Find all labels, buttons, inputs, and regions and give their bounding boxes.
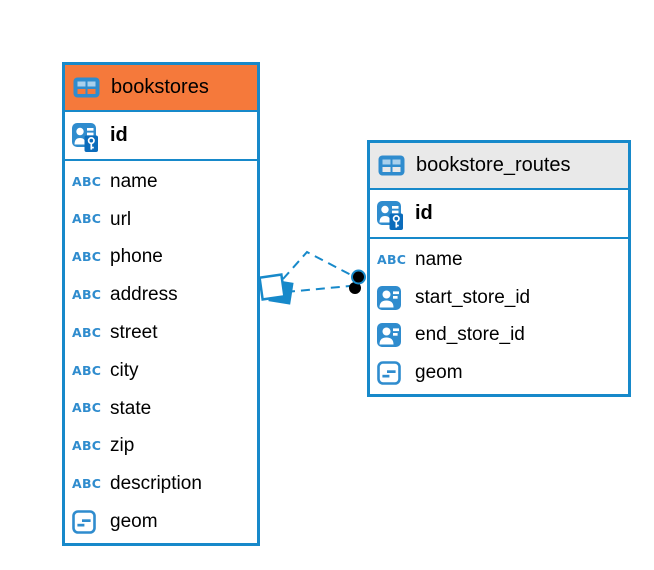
text-type-icon: ABC [72, 400, 102, 416]
geometry-type-icon [377, 361, 406, 385]
column-row[interactable]: ABC url [65, 201, 257, 239]
relationship-line-straight[interactable] [285, 285, 351, 293]
column-row[interactable]: ABC name [65, 163, 257, 201]
table-header-bookstore-routes[interactable]: bookstore_routes [370, 143, 628, 190]
column-name: phone [110, 246, 163, 268]
column-row[interactable]: ABC description [65, 465, 257, 503]
relationship-many-marker-squares[interactable] [258, 273, 294, 305]
text-type-icon: ABC [72, 249, 102, 265]
column-name: state [110, 397, 152, 419]
column-row[interactable]: ABC state [65, 390, 257, 428]
column-row[interactable]: geom [65, 503, 257, 541]
table-name: bookstore_routes [416, 154, 571, 176]
column-row[interactable]: start_store_id [370, 279, 628, 317]
table-grid-icon [378, 155, 407, 176]
column-name: address [110, 284, 178, 306]
column-row-pk[interactable]: id [370, 190, 628, 239]
text-type-icon: ABC [72, 173, 102, 189]
column-name: street [110, 322, 158, 344]
column-name: name [110, 170, 158, 192]
column-name: end_store_id [415, 324, 525, 346]
column-row[interactable]: end_store_id [370, 317, 628, 355]
table-header-bookstores[interactable]: bookstores [65, 65, 257, 112]
column-list: ABC name start_store_id [370, 239, 628, 394]
relationship-one-marker-dots[interactable] [349, 269, 366, 295]
column-row-pk[interactable]: id [65, 112, 257, 161]
text-type-icon: ABC [72, 362, 102, 378]
column-name: geom [415, 362, 463, 384]
geometry-type-icon [72, 510, 101, 534]
column-row[interactable]: ABC street [65, 314, 257, 352]
column-name: name [415, 248, 463, 270]
relationship-line-bent[interactable] [282, 250, 354, 280]
column-name: start_store_id [415, 286, 531, 308]
foreign-key-icon [377, 323, 406, 348]
column-list: ABC name ABC url ABC phone ABC address A… [65, 161, 257, 543]
text-type-icon: ABC [72, 211, 102, 227]
text-type-icon: ABC [377, 251, 407, 267]
table-name: bookstores [111, 76, 209, 98]
column-name: city [110, 359, 139, 381]
column-row[interactable]: ABC address [65, 276, 257, 314]
column-name: url [110, 208, 132, 230]
primary-key-icon [377, 197, 406, 231]
entity-table-bookstores[interactable]: bookstores id ABC [62, 62, 260, 546]
column-name: description [110, 473, 202, 495]
text-type-icon: ABC [72, 287, 102, 303]
text-type-icon: ABC [72, 476, 102, 492]
column-row[interactable]: ABC name [370, 241, 628, 279]
column-row[interactable]: ABC phone [65, 239, 257, 277]
column-name: id [415, 202, 433, 224]
text-type-icon: ABC [72, 324, 102, 340]
entity-table-bookstore-routes[interactable]: bookstore_routes id ABC [367, 140, 631, 397]
column-name: id [110, 124, 128, 146]
column-row[interactable]: ABC zip [65, 428, 257, 466]
column-row[interactable]: ABC city [65, 352, 257, 390]
table-grid-icon [73, 77, 102, 98]
foreign-key-icon [377, 285, 406, 310]
column-name: zip [110, 435, 135, 457]
column-row[interactable]: geom [370, 354, 628, 392]
primary-key-icon [72, 119, 101, 153]
column-name: geom [110, 511, 158, 533]
text-type-icon: ABC [72, 438, 102, 454]
